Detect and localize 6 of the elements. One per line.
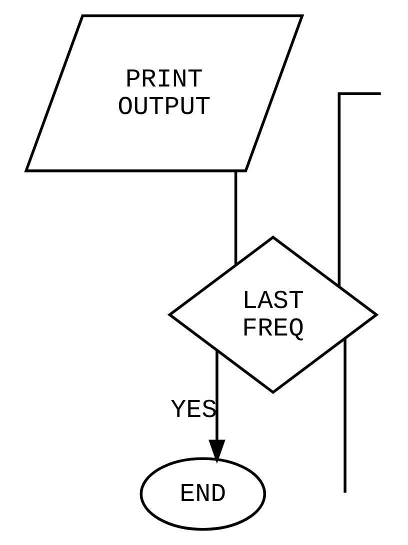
connector (234, 171, 237, 266)
arrow (208, 351, 225, 464)
connector (337, 92, 380, 287)
connector (343, 338, 346, 493)
node-ellipse: END (139, 457, 266, 531)
node-diamond: LAST FREQ (166, 236, 378, 394)
